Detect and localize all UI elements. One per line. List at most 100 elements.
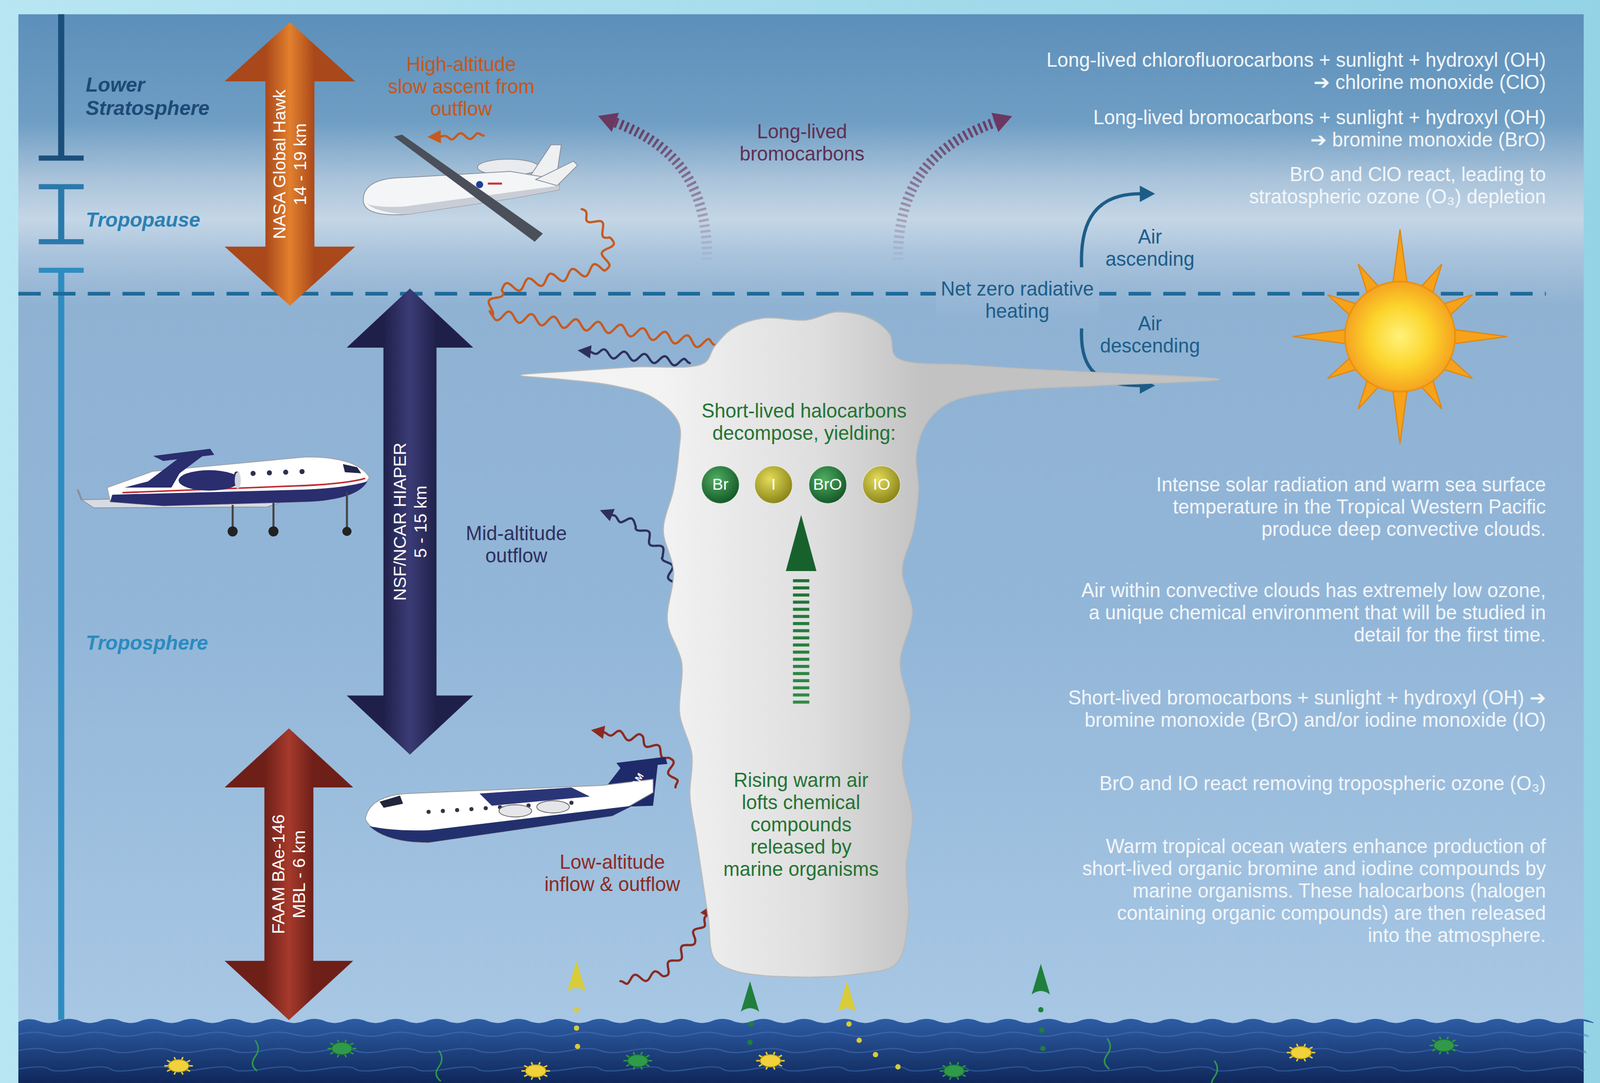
arrow-head (427, 130, 442, 144)
label-box: BrO and ClO react, leading to stratosphe… (1247, 163, 1546, 208)
organism-body (627, 1055, 649, 1068)
arrow-label: NSF/NCAR HIAPER (389, 442, 411, 602)
lift-arrow-bar (792, 644, 809, 648)
axis-tick (38, 155, 84, 161)
lift-arrow-bar (792, 672, 809, 676)
lift-arrow-head (785, 515, 817, 572)
circle-shape (862, 466, 901, 505)
compound-dot (1038, 1028, 1045, 1034)
label-box: Tropopause (85, 208, 201, 232)
circle-shape (754, 466, 793, 505)
double-arrow-shape (224, 22, 356, 307)
lift-arrow-bar (792, 629, 809, 633)
cloud-text: Short-lived halocarbons decompose, yield… (700, 399, 908, 445)
aircraft-fuselage (365, 779, 653, 844)
label-box: Mid-altitude outflow (464, 522, 568, 567)
organism-body (525, 1065, 547, 1078)
organism-body (944, 1065, 965, 1078)
hatched-arrow (897, 122, 996, 261)
arrow-head (577, 345, 592, 359)
chemical-symbol: Br (712, 476, 729, 493)
label-box: Long-lived bromocarbons + sunlight + hyd… (1091, 106, 1546, 151)
chemical-circle: BrO (808, 465, 847, 505)
rising-arrow-head (837, 981, 857, 1012)
marine-organism (1429, 1037, 1459, 1055)
axis-segment (58, 14, 65, 158)
chemical-circle: IO (862, 465, 901, 505)
organism-filament (436, 1050, 442, 1082)
engine-intake (234, 472, 241, 489)
organism-filament (1104, 1038, 1111, 1070)
aircraft-winglet (77, 489, 82, 501)
arrow-label: FAAM BAe-146 (268, 814, 289, 935)
boundary-label: Net zero radiative heating (935, 276, 1100, 324)
flight-note: High-altitude slow ascent from outflow (387, 53, 536, 120)
lift-arrow-bar (792, 651, 809, 655)
compound-dot (575, 1044, 581, 1050)
sun-ray (1392, 229, 1408, 289)
aircraft-window (569, 800, 574, 806)
lift-arrow-bar (792, 700, 809, 705)
organism-filament (252, 1040, 258, 1072)
node-shape (224, 22, 356, 307)
lift-arrow-bar (792, 693, 809, 698)
axis-tick (38, 239, 84, 245)
rising-compound (1031, 964, 1050, 1052)
arrow-head (600, 508, 615, 522)
node-shape (224, 728, 354, 1021)
compound-dot (895, 1064, 901, 1070)
label-box: BrO and IO react removing tropospheric o… (1099, 772, 1546, 795)
axis-segment (58, 186, 65, 242)
chemistry-note: Long-lived chlorofluorocarbons + sunligh… (1044, 48, 1546, 94)
aircraft-window (266, 470, 272, 476)
marine-organism (756, 1052, 786, 1070)
rotated-text-group: NSF/NCAR HIAPER5 - 15 km (389, 442, 431, 602)
aircraft-wheel (268, 526, 279, 537)
lift-arrow-bar (792, 586, 809, 590)
label-box: High-altitude slow ascent from outflow (387, 53, 536, 120)
label-box: Lower Stratosphere (85, 73, 212, 120)
aircraft-window (469, 807, 474, 812)
aircraft-insignia (475, 181, 483, 189)
label-box: Long-lived chlorofluorocarbons + sunligh… (1044, 48, 1546, 94)
aircraft-window (483, 806, 488, 812)
arrow-label: 5 - 15 km (410, 442, 431, 602)
organism-body (168, 1060, 189, 1073)
chemistry-note: Short-lived bromocarbons + sunlight + hy… (1061, 686, 1546, 732)
chemistry-note: Long-lived bromocarbons + sunlight + hyd… (1091, 106, 1546, 151)
explanation-note: Air within convective clouds has extreme… (1079, 579, 1546, 647)
aircraft-wing (479, 787, 590, 807)
aircraft-wing (393, 134, 544, 242)
chemical-symbol: IO (872, 476, 891, 493)
label-box: Troposphere (85, 631, 208, 655)
aircraft-window (283, 469, 289, 475)
chemical-circle: I (754, 465, 793, 505)
marine-organism (939, 1062, 969, 1081)
label-box: Net zero radiative heating (935, 276, 1100, 324)
ocean (18, 1019, 1595, 1083)
lift-arrow-bar (792, 658, 809, 662)
axis-segment (58, 270, 65, 1021)
lift-arrow-bar (792, 608, 809, 612)
circle-shape (808, 466, 847, 505)
aircraft-cockpit (342, 464, 362, 474)
marine-organism (623, 1052, 653, 1070)
arrow-label: 14 - 19 km (289, 89, 311, 240)
circle-text-holder: Br (700, 465, 740, 505)
sun-ray (1448, 328, 1507, 345)
rotated-text-group: FAAM BAe-146MBL - 6 km (268, 814, 310, 935)
aircraft-window (426, 810, 431, 815)
wave-line (18, 1032, 1589, 1037)
label-box: FAAM (623, 771, 647, 800)
wavy-arrow (620, 916, 706, 985)
marine-organism (164, 1057, 194, 1075)
marine-organism (327, 1040, 357, 1058)
chemical-circle: Br (700, 465, 740, 505)
ocean-water (18, 1019, 1595, 1083)
hatched-arrow (615, 122, 707, 261)
aircraft-tail (535, 161, 578, 186)
rising-compound (567, 961, 586, 1050)
lift-arrow-bar (792, 679, 809, 684)
circle-text-holder: I (754, 465, 793, 505)
label-box: Air within convective clouds has extreme… (1079, 579, 1546, 647)
